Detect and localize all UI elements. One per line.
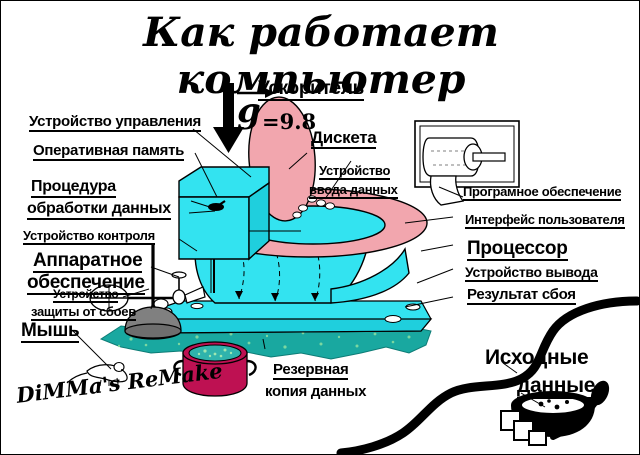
label-hardware-line2: обеспечение — [27, 272, 145, 295]
label-processor: Процессор — [467, 238, 568, 261]
label-data-processing-line2: обработки данных — [27, 201, 171, 220]
label-floppy: Дискета — [311, 128, 377, 149]
label-failsafe-line2: защиты от сбоев — [31, 304, 136, 321]
splash-puddle-icon — [99, 316, 432, 360]
label-user-interface: Интерфейс пользователя — [465, 212, 625, 229]
label-failsafe-line1: Устройство — [53, 287, 119, 303]
label-backup-line1: Резервная — [273, 361, 349, 380]
label-accelerator: Ускоритель — [258, 78, 364, 101]
vector-arrow-icon — [237, 88, 275, 98]
label-source-data-line2: данные — [517, 374, 596, 399]
label-software: Програмное обеспечение — [463, 184, 622, 201]
page-title: Как работает компьютер — [143, 9, 499, 103]
label-mouse: Мышь — [21, 320, 80, 343]
label-crash-result: Результат сбоя — [467, 286, 576, 305]
label-ram: Оперативная память — [33, 142, 185, 161]
label-input-device-line1: Устройство — [319, 163, 391, 180]
label-output-device: Устройство вывода — [465, 264, 598, 282]
label-data-processing-line1: Процедура — [31, 179, 116, 198]
vector-g-symbol: g — [237, 91, 261, 131]
label-control-unit: Устройство управления — [29, 113, 202, 132]
label-hardware-line1: Аппаратное — [33, 250, 143, 273]
label-backup-line2: копия данных — [265, 383, 367, 400]
flush-handle-icon — [208, 200, 226, 211]
label-input-device-line2: ввода данных — [309, 182, 398, 199]
artist-signature: DiMMa's ReMake — [15, 357, 224, 408]
label-source-data-line1: Исходные — [485, 346, 589, 369]
gravity-value: =9.8 — [262, 109, 317, 134]
label-monitoring-device: Устройство контроля — [23, 228, 155, 245]
